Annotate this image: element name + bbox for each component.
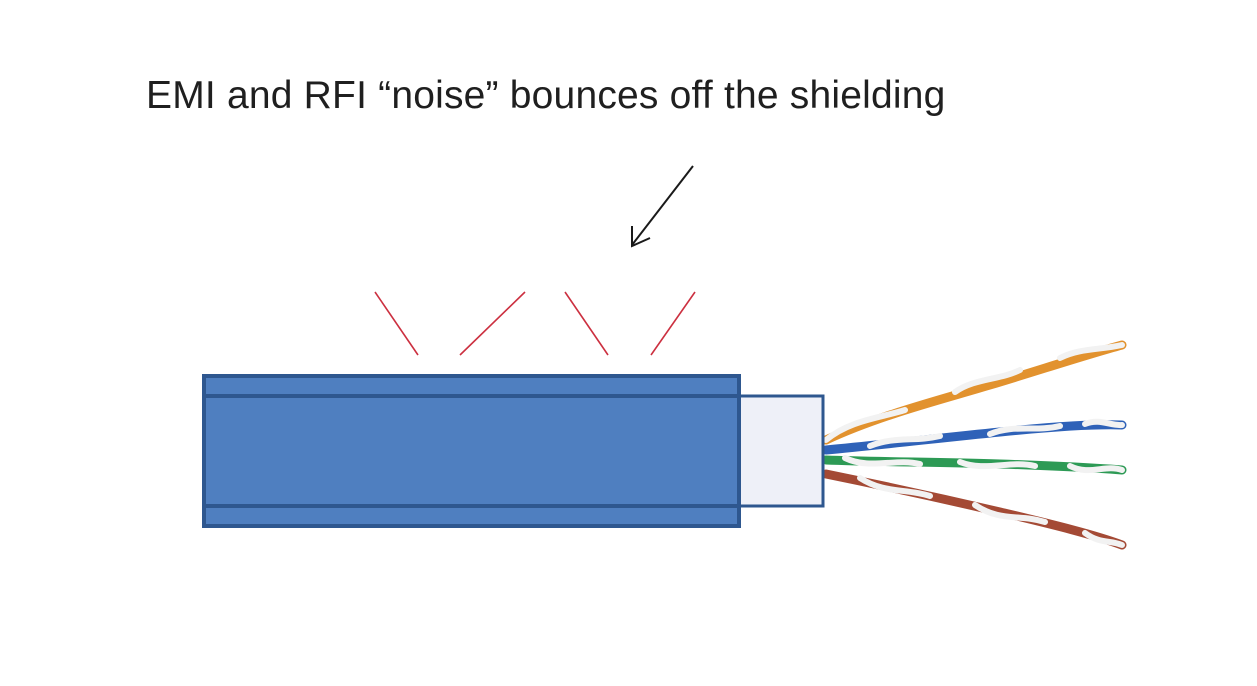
noise-line <box>650 291 696 356</box>
noise-line <box>374 291 419 356</box>
green-pair-stripe <box>842 455 923 467</box>
twisted-pairs <box>821 340 1127 550</box>
green-pair-stripe <box>1067 463 1125 474</box>
orange-pair-stripe <box>952 367 1023 395</box>
pointer-arrow-head <box>631 226 651 248</box>
noise-line <box>459 291 526 356</box>
arrow-down-left-icon <box>631 165 694 248</box>
blue-pair-stripe <box>867 433 943 449</box>
brown-pair-stripe <box>1082 530 1125 548</box>
brown-pair-stripe <box>857 475 933 499</box>
noise-line <box>564 291 609 356</box>
shielded-twisted-pair-cable-icon <box>202 374 741 528</box>
blue-pair-stripe <box>987 423 1063 437</box>
orange-pair-stripe <box>823 407 908 443</box>
orange-pair-stripe <box>1057 342 1125 361</box>
diagram-caption: EMI and RFI “noise” bounces off the shie… <box>146 74 946 117</box>
pointer-arrow-shaft <box>631 165 694 246</box>
noise-reflection-icon <box>374 291 696 356</box>
foil-shield <box>736 394 825 508</box>
cable-jacket <box>202 374 741 528</box>
blue-pair-stripe <box>1082 418 1125 429</box>
brown-pair-stripe <box>972 502 1048 525</box>
green-pair-stripe <box>957 459 1038 470</box>
